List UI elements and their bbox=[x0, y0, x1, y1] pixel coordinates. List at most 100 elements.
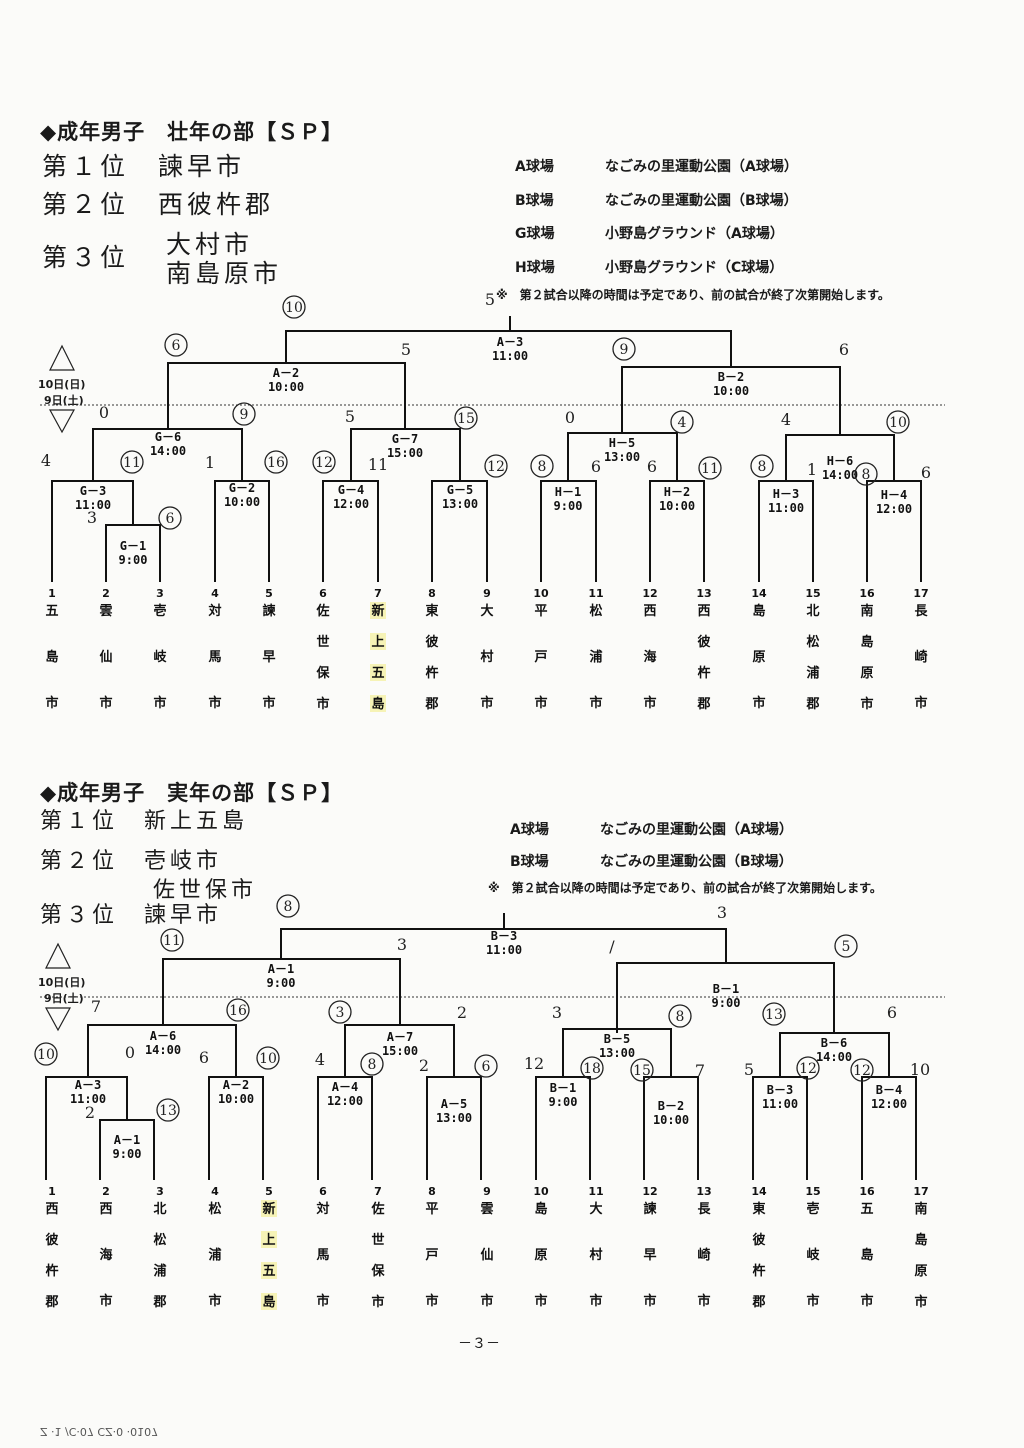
team-name-char: 岐 bbox=[153, 649, 167, 665]
team-name-char: 市 bbox=[752, 695, 765, 711]
team-name-char: 東 bbox=[425, 603, 438, 619]
team-name-char: 彼 bbox=[752, 1232, 765, 1248]
score-g7-circled-circle bbox=[454, 406, 478, 430]
section1-title: ◆成年男子 壮年の部【ＳＰ】 bbox=[40, 120, 344, 144]
score-final-circled-circle bbox=[282, 295, 306, 319]
team-name-char: 島 bbox=[914, 1232, 927, 1248]
match-b1-id: B－1 bbox=[550, 1081, 576, 1095]
match-b4-id: B－4 bbox=[876, 1083, 902, 1097]
team-number: 2 bbox=[102, 1185, 110, 1198]
team-name-char: 西 bbox=[99, 1202, 112, 1217]
score-final-circled-circle bbox=[276, 894, 300, 918]
team-number: 6 bbox=[319, 1185, 327, 1198]
team-name-char: 村 bbox=[589, 1247, 602, 1263]
team-number: 8 bbox=[428, 1185, 436, 1198]
team-number: 16 bbox=[859, 1185, 875, 1198]
s2-rank-1: 第１位 新上五島 bbox=[40, 809, 249, 834]
team-name-char: 杵 bbox=[425, 665, 438, 681]
team-name-char: 戸 bbox=[425, 1248, 438, 1263]
score-g1-circled: 6 bbox=[166, 511, 175, 527]
score-b2: 6 bbox=[839, 340, 849, 359]
team-name-char: 五 bbox=[860, 1202, 873, 1217]
match-g2-id: G－2 bbox=[229, 481, 255, 495]
team-name-char: 馬 bbox=[208, 650, 221, 665]
score-b1-circled-circle bbox=[834, 934, 858, 958]
match-b1-semi-time: 9:00 bbox=[712, 996, 741, 1010]
match-g1-time: 9:00 bbox=[119, 553, 148, 567]
team-name-char: 世 bbox=[371, 1232, 384, 1248]
match-a2-id: A－2 bbox=[223, 1078, 249, 1092]
score-h5-circled: 4 bbox=[678, 415, 687, 431]
team-name-char: 大 bbox=[480, 603, 493, 619]
highlight bbox=[261, 1200, 277, 1217]
s1-venue-a-name: なごみの里運動公園（A球場） bbox=[605, 159, 798, 175]
team-name-char: 諫 bbox=[643, 1201, 657, 1217]
team-name-char: 佐 bbox=[315, 603, 329, 619]
score-b1-circled2-circle bbox=[580, 1056, 604, 1080]
team-number: 15 bbox=[805, 587, 820, 600]
team-name-char: 早 bbox=[643, 1248, 656, 1263]
match-h6-time: 14:00 bbox=[822, 468, 858, 482]
team-number: 9 bbox=[483, 587, 491, 600]
s1-venue-a-code: A球場 bbox=[515, 159, 554, 175]
team-name-char: 西 bbox=[643, 604, 656, 619]
score-h6-circled-circle bbox=[886, 410, 910, 434]
match-g7-id: G－7 bbox=[392, 432, 418, 446]
team-name-char: 南 bbox=[860, 603, 873, 619]
team-number: 3 bbox=[156, 587, 164, 600]
team-number: 15 bbox=[805, 1185, 820, 1198]
score-g4-circled: 12 bbox=[315, 455, 333, 471]
team-name-char: 大 bbox=[589, 1201, 602, 1217]
team-number: 7 bbox=[374, 587, 382, 600]
team-name-char: 松 bbox=[806, 634, 819, 650]
match-b3-id: B－3 bbox=[767, 1083, 793, 1097]
team-name-char: 上 bbox=[262, 1233, 275, 1248]
score-g2-circled-circle bbox=[264, 450, 288, 474]
team-number: 6 bbox=[319, 587, 327, 600]
team-name-char: 郡 bbox=[696, 697, 710, 712]
s1-rank-3-label: 第３位 bbox=[42, 243, 130, 272]
team-name-char: 島 bbox=[752, 603, 765, 619]
score-h6-l: 4 bbox=[781, 410, 791, 429]
match-g5-id: G－5 bbox=[447, 483, 473, 497]
team-name-char: 北 bbox=[153, 1202, 166, 1217]
match-b6-time: 14:00 bbox=[816, 1050, 852, 1064]
match-g1-id: G－1 bbox=[120, 539, 146, 553]
match-b5-id: B－5 bbox=[604, 1032, 630, 1046]
score-b1-l2: 12 bbox=[524, 1054, 544, 1073]
score-b2-r: 7 bbox=[695, 1061, 705, 1080]
team-name-char: 松 bbox=[153, 1232, 166, 1248]
team-name-char: 杵 bbox=[752, 1263, 765, 1279]
team-name-char: 市 bbox=[534, 1293, 547, 1309]
score-a1-circled2-circle bbox=[156, 1098, 180, 1122]
score-g7-circled: 15 bbox=[457, 411, 475, 427]
team-name-char: 市 bbox=[643, 1293, 656, 1309]
match-b1-semi-id: B－1 bbox=[713, 982, 739, 996]
s1-note: ※ 第２試合以降の時間は予定であり、前の試合が終了次第開始します。 bbox=[496, 288, 890, 302]
match-a3-time: 11:00 bbox=[70, 1092, 106, 1106]
team-name-char: 郡 bbox=[751, 1295, 765, 1310]
team-name-char: 市 bbox=[480, 695, 493, 711]
team-number: 12 bbox=[642, 1185, 657, 1198]
team-name-char: 市 bbox=[262, 695, 275, 711]
team-name-char: 彼 bbox=[425, 634, 438, 650]
s1-venue-g-code: G球場 bbox=[515, 226, 555, 242]
match-h6-id: H－6 bbox=[827, 454, 853, 468]
match-a4-time: 12:00 bbox=[327, 1094, 363, 1108]
date-triangle-up bbox=[49, 344, 75, 371]
team-name-char: 壱 bbox=[153, 603, 166, 619]
highlight bbox=[370, 664, 386, 681]
match-a3 bbox=[285, 330, 732, 363]
team-name-char: 島 bbox=[45, 649, 58, 665]
s1-venue-b-code: B球場 bbox=[515, 193, 554, 209]
score-a1-circled2: 13 bbox=[159, 1103, 177, 1119]
score-h4-circled: 8 bbox=[862, 467, 871, 483]
team-name-char: 市 bbox=[480, 1293, 493, 1309]
match-a4-id: A－4 bbox=[332, 1080, 358, 1094]
team-number: 1 bbox=[48, 1185, 56, 1198]
team-number: 12 bbox=[642, 587, 657, 600]
team-name-char: 市 bbox=[860, 696, 873, 712]
score-h6-circled: 10 bbox=[889, 415, 907, 431]
match-b3-time: 11:00 bbox=[762, 1097, 798, 1111]
